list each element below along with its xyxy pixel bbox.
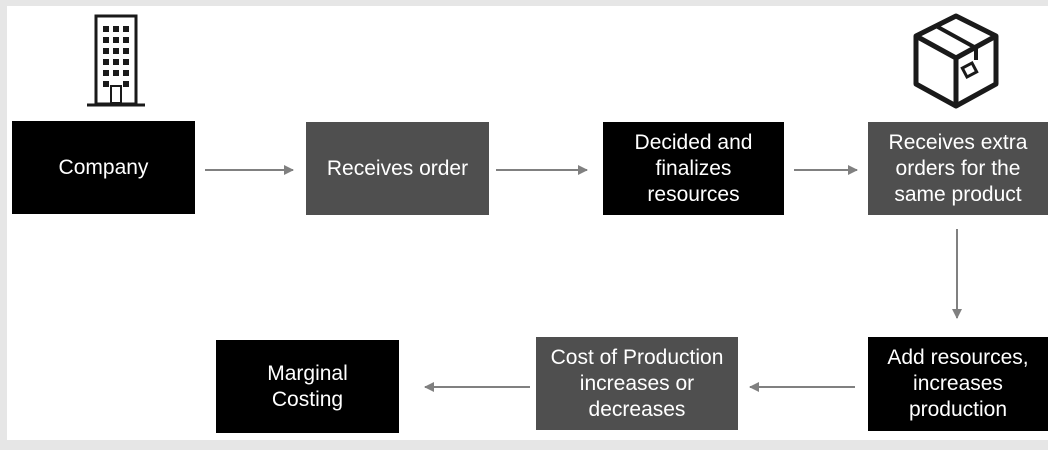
node-marginal-costing: Marginal Costing [216, 340, 399, 433]
node-label: Company [58, 155, 149, 179]
node-label: Receives extra orders for the same produ… [888, 130, 1028, 206]
node-add-resources: Add resources, increases production [868, 337, 1048, 431]
node-label: Marginal Costing [267, 361, 348, 411]
node-label: Add resources, increases production [887, 346, 1029, 421]
node-company: Company [12, 121, 195, 214]
node-label: Decided and finalizes resources [634, 130, 753, 206]
node-label: Cost of Production increases or decrease… [550, 345, 724, 421]
node-cost-of-production: Cost of Production increases or decrease… [536, 337, 738, 430]
node-receives-order: Receives order [306, 122, 489, 215]
node-decided-finalizes-resources: Decided and finalizes resources [603, 122, 784, 215]
office-building-icon [87, 14, 145, 107]
node-label: Receives order [326, 156, 469, 180]
node-receives-extra-orders: Receives extra orders for the same produ… [868, 122, 1048, 215]
package-box-icon [913, 13, 999, 109]
